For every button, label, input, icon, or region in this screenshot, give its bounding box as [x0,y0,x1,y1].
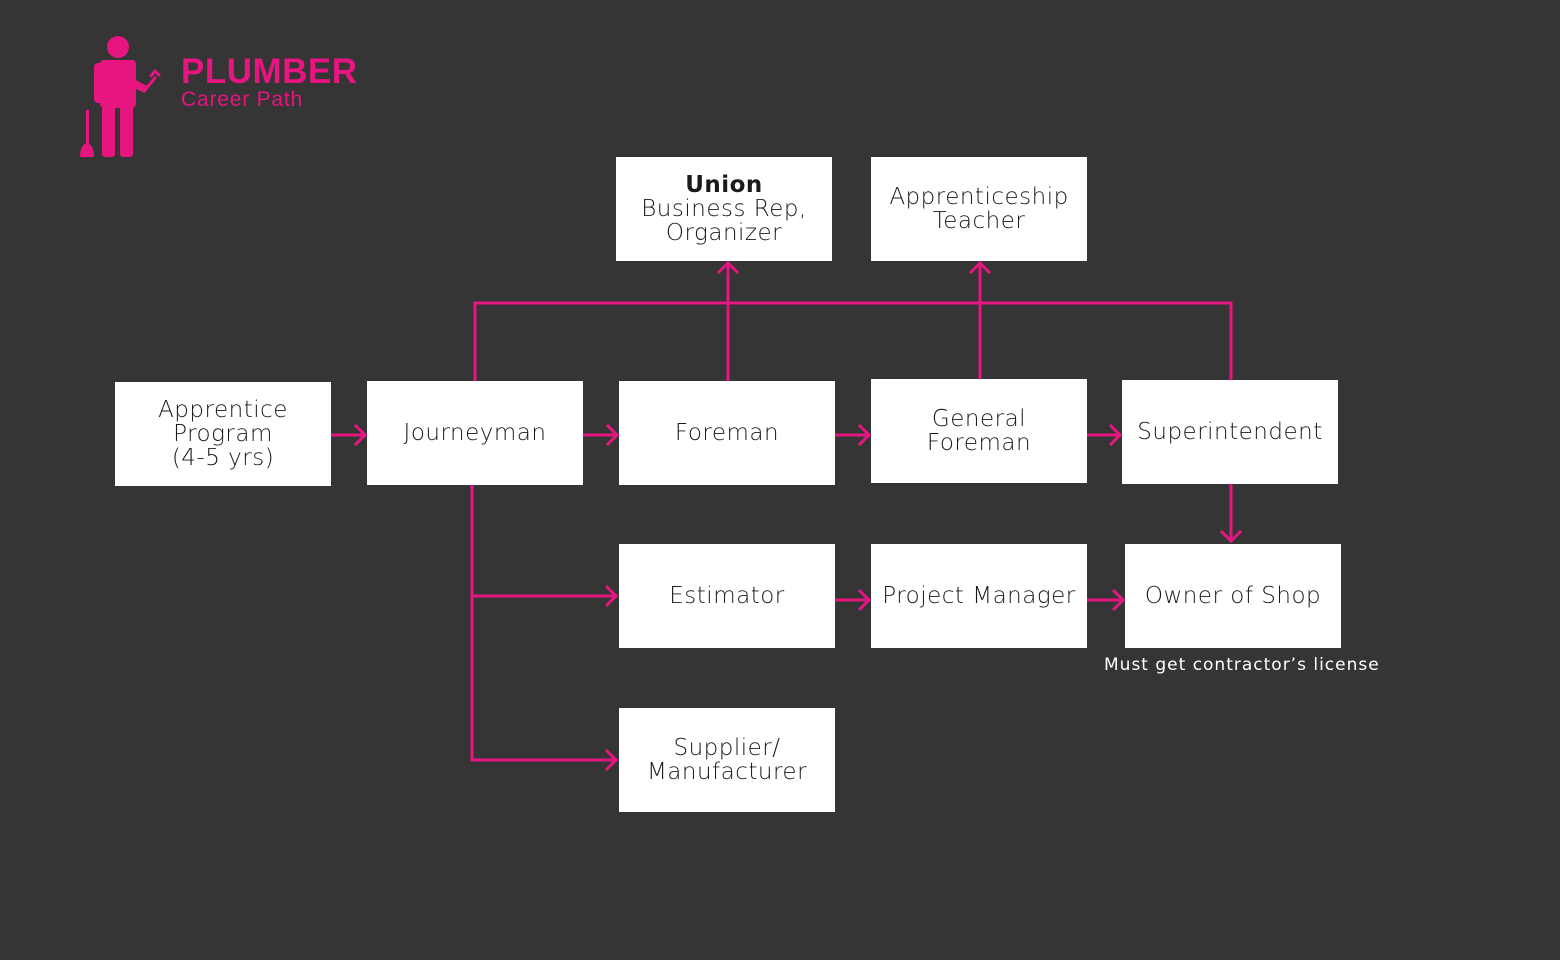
arrowhead-pm [857,588,872,612]
arrowhead-owner-down [1219,529,1243,544]
arrowhead-foreman [605,423,620,447]
node-superintendent-label: Superintendent [1137,419,1323,445]
node-estimator-label: Estimator [669,583,785,609]
node-general-foreman: General Foreman [871,379,1087,483]
node-owner-label: Owner of Shop [1144,583,1322,609]
node-supplier-line: Supplier/ [673,735,781,761]
node-foreman: Foreman [619,381,835,485]
node-apprentice-line: Apprentice [158,397,288,423]
node-journeyman: Journeyman [367,381,583,485]
arrowhead-superintendent [1108,423,1123,447]
node-apprentice-line: (4-5 yrs) [171,445,275,471]
connector-top-rail [473,301,1233,382]
node-apprenticeship-teacher: Apprenticeship Teacher [871,157,1087,261]
node-estimator: Estimator [619,544,835,648]
node-teacher-line: Teacher [932,208,1026,234]
arrowhead-estimator [604,584,619,608]
arrowhead-general-foreman [857,423,872,447]
node-apprentice-program: Apprentice Program (4-5 yrs) [115,382,331,486]
arrowhead-union [716,260,740,275]
node-general-foreman-line: General [931,406,1027,432]
arrowhead-supplier [604,748,619,772]
node-union-heading: Union [685,172,763,198]
node-apprentice-line: Program [173,421,273,447]
arrowhead-journeyman [353,423,368,447]
node-supplier-manufacturer: Supplier/ Manufacturer [619,708,835,812]
node-project-manager: Project Manager [871,544,1087,648]
node-journeyman-label: Journeyman [403,420,547,446]
node-union-line: Business Rep, [641,196,807,222]
arrowhead-teacher [968,260,992,275]
node-owner-of-shop: Owner of Shop [1125,544,1341,648]
node-teacher-line: Apprenticeship [889,184,1069,210]
plumber-icon [75,35,170,160]
page-title: PLUMBER [181,52,358,91]
node-general-foreman-line: Foreman [926,430,1032,456]
node-union-line: Organizer [665,220,783,246]
arrowhead-owner [1111,588,1126,612]
license-note: Must get contractor’s license [1104,655,1380,675]
node-project-manager-label: Project Manager [882,583,1076,609]
node-superintendent: Superintendent [1122,380,1338,484]
page-subtitle: Career Path [181,88,304,111]
node-union: Union Business Rep, Organizer [616,157,832,261]
connector-journeyman-down [470,484,618,762]
node-supplier-line: Manufacturer [646,759,808,785]
node-foreman-label: Foreman [674,420,780,446]
